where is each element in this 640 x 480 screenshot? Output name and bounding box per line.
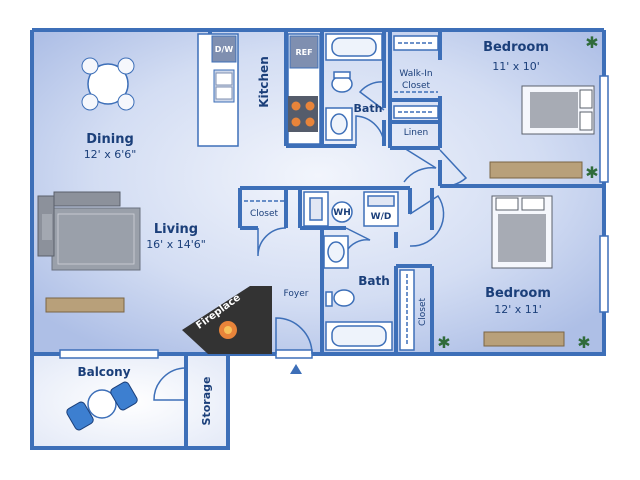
plant-bottom-2-icon: ✱	[577, 333, 590, 352]
bedroom-bottom-label: Bedroom	[485, 286, 551, 301]
water-heater	[331, 201, 353, 223]
dining-table	[81, 57, 135, 111]
walkin-label-1: Walk-In	[399, 69, 432, 79]
foyer-label: Foyer	[284, 289, 309, 299]
dresser-bottom	[483, 331, 565, 347]
dining-label: Dining	[86, 132, 134, 147]
bath-top-label: Bath	[354, 102, 383, 115]
living-label: Living	[154, 222, 198, 237]
top-sink	[330, 113, 348, 135]
bedroom-top-furniture: ✱ ✱	[489, 33, 599, 182]
bedroom-bottom-dims: 12' x 11'	[494, 303, 542, 316]
linen-label: Linen	[404, 128, 428, 138]
lower-toilet	[333, 289, 355, 307]
area-rug	[51, 207, 141, 271]
balcony-label: Balcony	[77, 365, 130, 379]
utility	[303, 191, 399, 227]
stove	[288, 96, 318, 132]
bedroom-bottom-furniture: ✱ ✱	[437, 195, 591, 352]
living-dims: 16' x 14'6"	[146, 238, 206, 251]
closet-left-label: Closet	[250, 209, 279, 219]
refrigerator	[289, 35, 319, 69]
dw-label: D/W	[215, 45, 234, 54]
wh-label: WH	[333, 208, 350, 218]
bath-bottom-label: Bath	[358, 274, 390, 288]
closet-right-label: Closet	[418, 298, 428, 327]
dishwasher	[211, 35, 237, 63]
closet-shelves	[244, 35, 439, 351]
plant-top-1-icon: ✱	[585, 33, 598, 52]
wd-label: W/D	[371, 212, 392, 222]
living-furniture	[37, 191, 141, 313]
kitchen-fixtures	[197, 33, 321, 147]
kitchen-label: Kitchen	[257, 56, 271, 108]
balcony-furniture	[66, 381, 138, 431]
top-bath-fixtures	[325, 33, 383, 141]
fireplace	[182, 286, 272, 354]
storage-label: Storage	[200, 377, 213, 426]
lower-sink	[327, 241, 345, 263]
bedroom-top-label: Bedroom	[483, 40, 549, 55]
dining-dims: 12' x 6'6"	[84, 148, 137, 161]
entrance-arrow-icon	[290, 364, 302, 374]
walkin-label-2: Closet	[402, 81, 431, 91]
plant-top-2-icon: ✱	[585, 163, 598, 182]
tv-console	[45, 297, 125, 313]
lower-bath-fixtures	[323, 235, 393, 351]
bedroom-top-dims: 11' x 10'	[492, 60, 540, 73]
plant-bottom-1-icon: ✱	[437, 333, 450, 352]
dresser-top	[489, 161, 583, 179]
ref-label: REF	[295, 48, 312, 57]
